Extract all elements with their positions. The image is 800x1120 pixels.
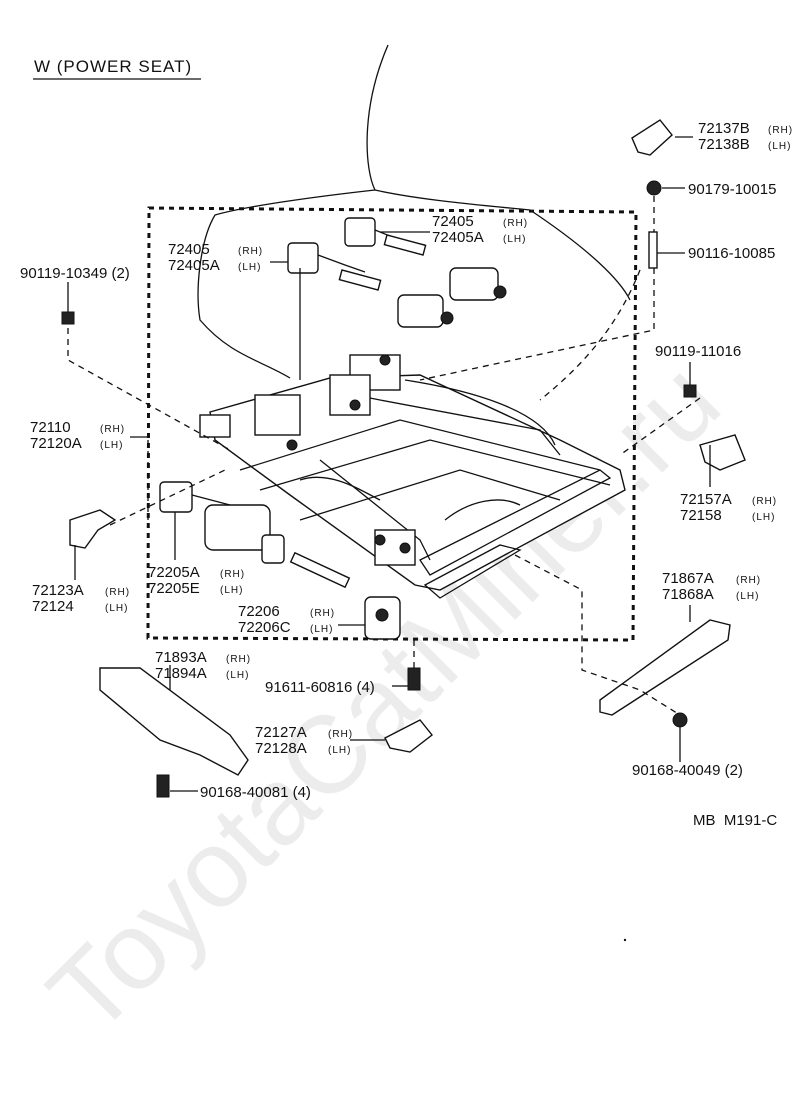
callout-side: (RH) (328, 729, 353, 740)
callout-number: 71894A (155, 665, 207, 682)
callout-72206: 72206 (RH) 72206C (LH) (238, 603, 335, 636)
assembly-frame (146, 206, 638, 642)
callout-number: 72157A (680, 491, 732, 508)
callout-90179-10015: 90179-10015 (688, 181, 776, 198)
callout-side: (LH) (752, 512, 775, 523)
callout-side: (RH) (752, 496, 777, 507)
callout-number: 72128A (255, 740, 307, 757)
callout-number: 72158 (680, 507, 722, 524)
callout-side: (LH) (226, 670, 249, 681)
callout-number: 71868A (662, 586, 714, 603)
diagram-title: W (POWER SEAT) (34, 57, 192, 76)
figure-code: MB M191-C (693, 812, 777, 829)
callout-number: 72138B (698, 136, 750, 153)
callout-side: (LH) (100, 440, 123, 451)
callout-side: (RH) (220, 569, 245, 580)
callout-number: 72127A (255, 724, 307, 741)
callout-number: 71893A (155, 649, 207, 666)
cover-72123A (69, 509, 117, 549)
callout-number: 72205E (148, 580, 200, 597)
bolt-90179-10015 (646, 180, 662, 196)
callout-number: 72405A (432, 229, 484, 246)
bolt-90168-40049 (672, 712, 688, 728)
bolt-91611-60816 (407, 667, 421, 691)
callout-72127A: 72127A (RH) 72128A (LH) (255, 724, 353, 757)
callout-72205A: 72205A (RH) 72205E (LH) (148, 564, 245, 597)
callout-side: (RH) (100, 424, 125, 435)
motor-top-right (449, 267, 507, 301)
callout-number: 72124 (32, 598, 74, 615)
callout-number: 72205A (148, 564, 200, 581)
callout-71867A: 71867A (RH) 71868A (LH) (662, 570, 761, 603)
seat-outline (197, 44, 631, 379)
callout-side: (LH) (220, 585, 243, 596)
cover-72137B (631, 119, 673, 156)
rail-cover-71867A (599, 619, 731, 716)
callout-side: (LH) (328, 745, 351, 756)
motor-top-center (397, 294, 454, 328)
switch-top-a (287, 217, 427, 291)
callout-90116-10085: 90116-10085 (688, 245, 775, 262)
callout-side: (RH) (226, 654, 251, 665)
bolt-90116-10085 (648, 231, 658, 269)
cover-72127A (384, 719, 433, 753)
callout-side: (LH) (310, 624, 333, 635)
callout-72110: 72110 (RH) 72120A (LH) (30, 419, 125, 452)
bolt-90168-40081 (156, 774, 170, 798)
rail-cover-71893A (99, 667, 249, 776)
callout-side: (RH) (105, 587, 130, 598)
callout-number: 72123A (32, 582, 84, 599)
speck (623, 938, 627, 942)
callout-number: 72405 (432, 213, 474, 230)
callout-90168-40049: 90168-40049 (2) (632, 762, 743, 779)
callout-90119-11016: 90119-11016 (655, 343, 741, 360)
callout-side: (RH) (310, 608, 335, 619)
seat-outline-dashed (539, 269, 641, 401)
callout-side: (LH) (238, 262, 261, 273)
callout-side: (RH) (768, 125, 793, 136)
gearbox-72206 (364, 596, 401, 640)
callout-side: (LH) (768, 141, 791, 152)
callout-71893A: 71893A (RH) 71894A (LH) (155, 649, 251, 682)
seat-adjuster-assembly (199, 354, 626, 599)
callout-side: (RH) (238, 246, 263, 257)
callout-number: 72120A (30, 435, 82, 452)
bolt-90119-10349 (61, 311, 75, 325)
callout-labels: 72137B (RH) 72138B (LH) 90179-10015 9011… (20, 120, 793, 801)
cover-72157A (699, 434, 746, 471)
callout-side: (LH) (736, 591, 759, 602)
leader-lines (67, 136, 711, 792)
callout-side: (RH) (503, 218, 528, 229)
callout-side: (LH) (105, 603, 128, 614)
callout-72405-top: 72405 (RH) 72405A (LH) (432, 213, 528, 246)
callout-number: 71867A (662, 570, 714, 587)
callout-side: (LH) (503, 234, 526, 245)
callout-number: 72206 (238, 603, 280, 620)
callout-number: 72137B (698, 120, 750, 137)
callout-number: 72206C (238, 619, 291, 636)
callout-72405-left: 72405 (RH) 72405A (LH) (168, 241, 263, 274)
callout-91611-60816: 91611-60816 (4) (265, 679, 375, 696)
callout-number: 72110 (30, 419, 71, 436)
callout-number: 72405A (168, 257, 220, 274)
callout-90168-40081: 90168-40081 (4) (200, 784, 311, 801)
callout-number: 72405 (168, 241, 210, 258)
callout-72137B: 72137B (RH) 72138B (LH) (698, 120, 793, 153)
callout-side: (RH) (736, 575, 761, 586)
callout-72123A: 72123A (RH) 72124 (LH) (32, 582, 130, 615)
callout-72157A: 72157A (RH) 72158 (LH) (680, 491, 777, 524)
callout-90119-10349: 90119-10349 (2) (20, 265, 130, 282)
bolt-90119-11016 (683, 384, 697, 398)
